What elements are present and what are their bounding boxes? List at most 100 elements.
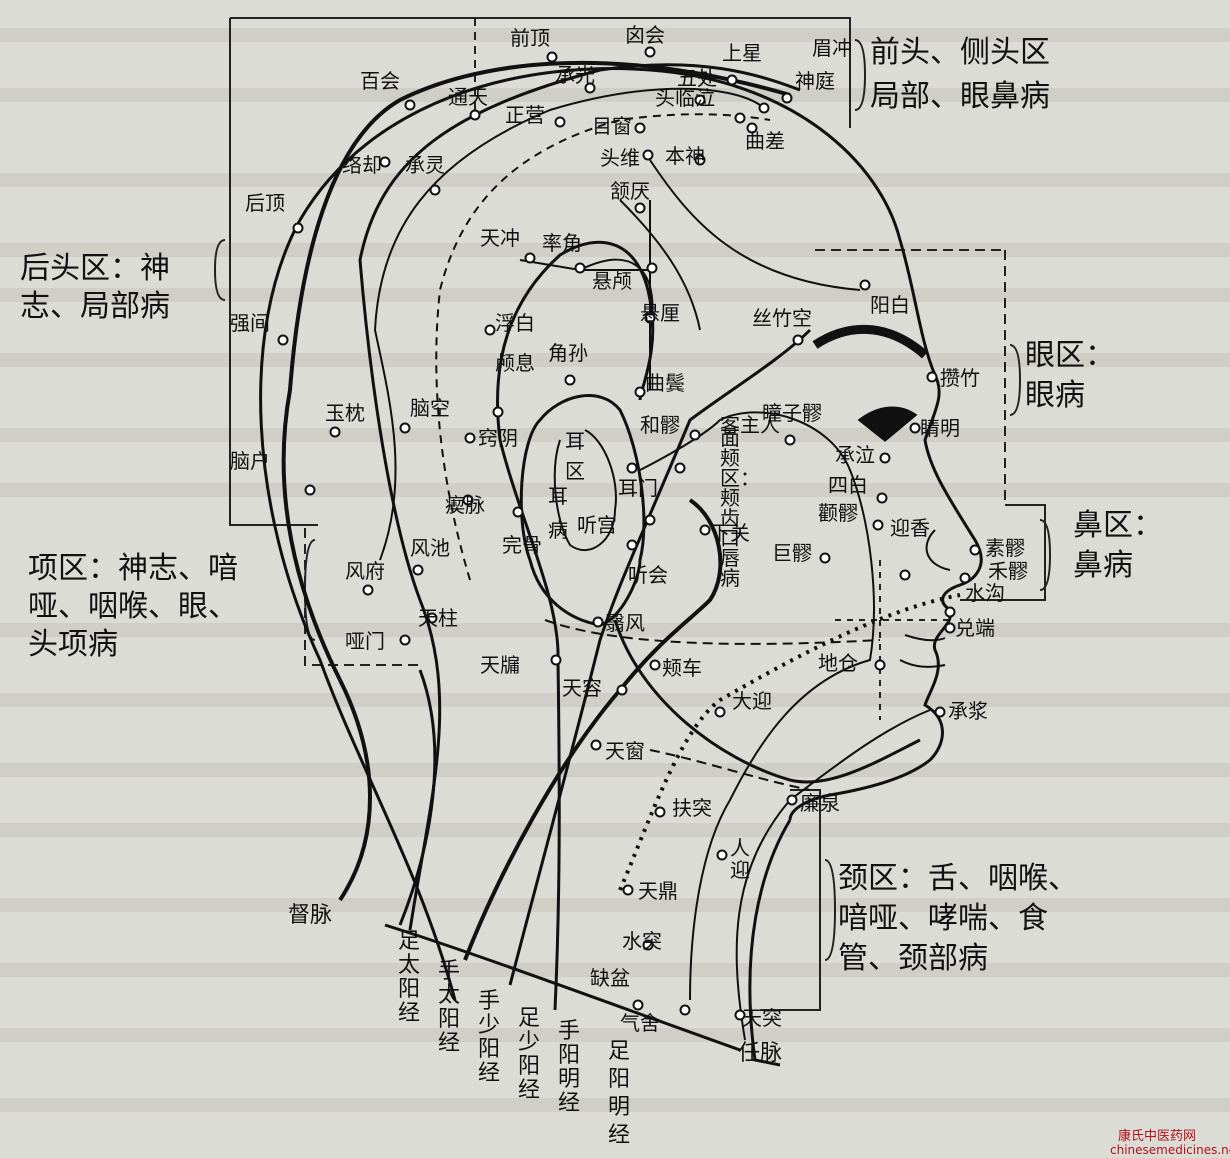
acupoint-label-heliao: 和髎 (640, 413, 680, 437)
acupoint-label-muchuang: 目窗 (592, 114, 632, 138)
jaw-line (613, 619, 921, 784)
acupoint-label-zhengying: 正营 (505, 103, 545, 127)
acupoint-label-yingxiang: 迎香 (890, 516, 930, 540)
meridian-label-zushaoyang: 足少阳经 (518, 1006, 540, 1103)
acupoint-label-tinghui: 听会 (628, 563, 668, 587)
acupoint-label-chengjiang: 承浆 (948, 699, 988, 723)
lips (899, 634, 946, 668)
acupoint-label-shenting: 神庭 (795, 69, 835, 93)
nose-zone-box (960, 504, 1046, 601)
background-texture (0, 28, 1230, 1112)
acupoint-label-yifeng: 翳风 (605, 611, 645, 635)
acupoint-label-naohu: 脑户 (230, 449, 270, 473)
watermark-url: chinesemedicines.net (1110, 1143, 1230, 1157)
acupoint-label-qubin: 曲鬓 (645, 371, 685, 395)
zone-label-ear: 耳区 (565, 429, 585, 483)
acupoint-label-daying: 大迎 (732, 689, 772, 713)
acupoint-label-sibai: 四白 (828, 473, 868, 497)
head-silhouette (259, 67, 983, 1067)
acupoint-label-futu: 扶突 (672, 796, 712, 820)
acupoint-label-luxi: 颅息 (495, 351, 535, 375)
acupoint-label-qucha: 曲差 (745, 129, 785, 153)
zone-label-front: 前头、侧头区局部、眼鼻病 (870, 35, 1050, 114)
meridian-label-shoutaiyang: 手太阳经 (438, 959, 460, 1056)
zone-label-eye: 眼区：眼病 (1025, 338, 1115, 413)
meridian-label-shouyangming: 手阳明经 (558, 1019, 580, 1116)
acupoint-label-jiache: 颊车 (662, 656, 702, 680)
acupoint-label-naokong: 脑空 (410, 396, 450, 420)
acupoint-label-yangbai: 阳白 (870, 293, 910, 317)
acupoint-label-chengling: 承灵 (405, 153, 445, 177)
zutaiyang-line (358, 63, 801, 931)
renmai-line (735, 709, 931, 1041)
acupoint-label-tianrong: 天容 (562, 676, 602, 700)
acupoint-label-tongtian: 通天 (448, 85, 488, 109)
acupoint-label-tianchong: 天冲 (480, 226, 520, 250)
acupoint-label-xiaguan: 下关 (710, 521, 750, 545)
acupoint-label-fubai: 浮白 (495, 311, 535, 335)
acupoint-label-wangu: 完骨 (502, 533, 542, 557)
zutaiyang-inner (373, 87, 761, 561)
acupoint-label-chengqi: 承泣 (835, 443, 875, 467)
shoushaoyang-line (508, 328, 812, 986)
zone-boxes (229, 17, 1046, 1011)
nostril (925, 529, 951, 571)
acupoint-label-luoque: 络却 (342, 153, 382, 177)
face-lines (519, 159, 861, 390)
acupoint-label-hanyan: 颔厌 (610, 179, 650, 203)
acupoint-label-tiantu: 天突 (742, 1006, 782, 1030)
acupoint-label-shuigou: 水沟 (965, 581, 1005, 605)
acupoint-label-quanliao: 颧髎 (818, 501, 858, 525)
acupoint-label-jingming: 睛明 (920, 416, 960, 440)
zone-label-throat: 颈区：舌、咽喉、喑哑、哮喘、食管、颈部病 (838, 861, 1078, 976)
acupoint-label-jiaosun: 角孙 (548, 341, 588, 365)
acupoint-label-tongziliao: 瞳子髎 (762, 401, 822, 425)
acupoint-label-heliao2: 禾髎 (988, 559, 1028, 583)
acupoint-label-juliao: 巨髎 (772, 541, 812, 565)
zone-label-neck-nape: 项区：神志、喑哑、咽喉、眼、头项病 (28, 551, 238, 662)
shoutaiyang-line (463, 498, 723, 961)
acupoint-label-xuanli: 悬厘 (640, 301, 680, 325)
nape-zone-box (304, 528, 420, 666)
eye-zone-box (815, 249, 1006, 505)
acupoint-label-yuzhen: 玉枕 (325, 401, 365, 425)
acupoint-label-baihui: 百会 (360, 69, 400, 93)
shouyangming-dotted (618, 593, 961, 891)
acupoint-label-chimai: 瘈脉 (445, 493, 485, 517)
acupoint-label-yamen: 哑门 (345, 629, 385, 653)
acupoint-label-chengguang: 承光 (555, 63, 595, 87)
acupoint-label-dicang: 地仓 (818, 651, 858, 675)
acupoint-label-suliao: 素髎 (985, 536, 1025, 560)
ear-outline (519, 394, 646, 627)
zone-label-ear-disease: 耳病 (548, 484, 568, 542)
acupoint-label-quepen: 缺盆 (590, 966, 630, 990)
acupoint-label-toulinqi: 头临泣 (655, 86, 715, 110)
meridian-label-dumai: 督脉 (288, 903, 332, 928)
acupoint-label-qianding: 前顶 (510, 26, 550, 50)
ear-inner (553, 429, 617, 551)
acupoint-label-ermen: 耳门 (618, 476, 658, 500)
zuyangming-line (639, 411, 875, 1001)
acupoint-label-xuanlu: 悬颅 (592, 269, 632, 293)
dumai-line (281, 60, 791, 902)
meridian-label-shoushaoyang: 手少阳经 (478, 989, 500, 1086)
acupoint-label-shangxing: 上星 (722, 41, 762, 65)
meridian-label-zuyangming: 足阳明经 (608, 1039, 630, 1148)
acupoint-label-lianquan: 廉泉 (800, 791, 840, 815)
zone-label-face: 面颊区：颊齿口唇病 (720, 426, 760, 590)
acupoint-label-renying: 人迎 (730, 836, 750, 882)
throat-zone-box (760, 789, 821, 1011)
acupoint-label-qiangjian: 强间 (230, 311, 270, 335)
acupoint-label-shuaigu: 率角 (542, 231, 582, 255)
acupoint-label-shuitu: 水突 (622, 929, 662, 953)
acupoint-label-wuchu: 五处 (677, 66, 717, 90)
front-zone-box (475, 17, 851, 128)
acupoint-label-qiaoyin: 窍阴 (478, 426, 518, 450)
acupoint-label-duiduan: 兑端 (955, 616, 995, 640)
zone-label-nose: 鼻区：鼻病 (1073, 508, 1163, 583)
watermark-brand: 康氏中医药网 (1118, 1128, 1196, 1144)
zone-label-back: 后头区：神志、局部病 (20, 251, 170, 324)
acupoint-label-benshen: 本神 (665, 144, 705, 168)
acupoint-label-tianding: 天鼎 (638, 879, 678, 903)
